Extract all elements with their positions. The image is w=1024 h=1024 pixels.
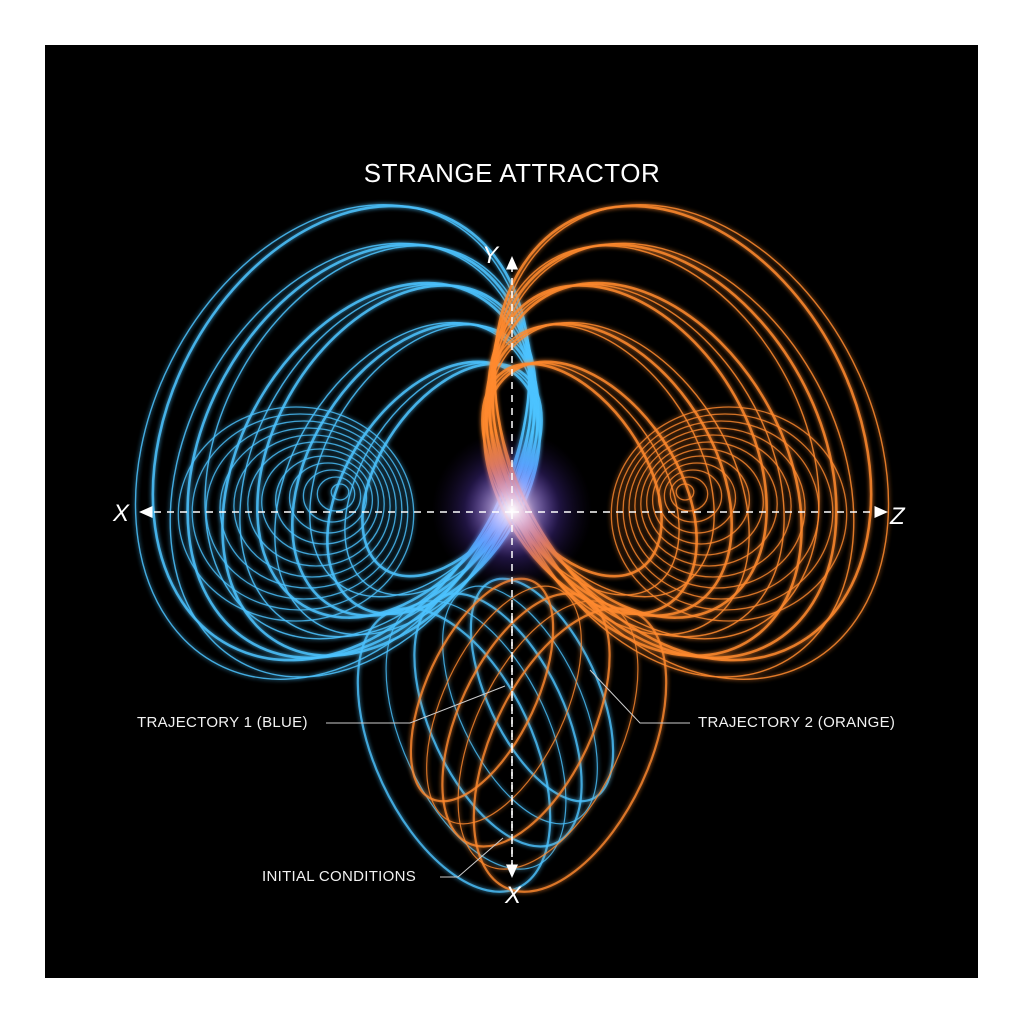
lower-lobe: [457, 600, 639, 870]
spiral-ring: [663, 469, 723, 523]
leader-trajectory-1: [326, 685, 506, 724]
spiral-ring: [646, 448, 764, 556]
spiral-ring: [205, 420, 403, 600]
spiral-ring: [274, 455, 374, 545]
spiral-ring: [233, 434, 391, 578]
spiral-ring: [651, 455, 751, 545]
spiral-ring: [669, 476, 709, 512]
spiral-ring: [640, 441, 778, 567]
trajectory-1-blue: [134, 204, 615, 893]
spiral-ring: [657, 462, 737, 534]
leader-trajectory-2: [589, 669, 690, 724]
spiral-ring: [288, 462, 368, 534]
spiral-ring: [302, 469, 362, 523]
lower-lobe: [413, 592, 583, 848]
z-axis-label: Z: [890, 503, 905, 530]
spiral-ring: [219, 427, 397, 589]
lower-lobe: [472, 607, 668, 893]
spiral-ring: [628, 427, 806, 589]
x-axis-left-label: X: [113, 500, 130, 527]
x-axis-bottom-label: X: [505, 882, 522, 909]
spiral-ring: [634, 434, 792, 578]
spiral-ring: [675, 483, 695, 501]
spiral-ring: [316, 476, 356, 512]
trajectory-2-label: TRAJECTORY 2 (ORANGE): [698, 714, 896, 731]
trajectory-2-orange: [409, 204, 890, 893]
spiral-ring: [622, 420, 820, 600]
page-title: STRANGE ATTRACTOR: [363, 158, 661, 188]
initial-conditions-label: INITIAL CONDITIONS: [262, 868, 417, 885]
lower-lobe: [356, 607, 552, 893]
leader-initial-conditions: [440, 837, 504, 878]
spiral-ring: [610, 406, 848, 622]
spiral-ring: [330, 483, 350, 501]
y-axis-label: Y: [482, 242, 499, 269]
trajectory-1-label: TRAJECTORY 1 (BLUE): [137, 714, 308, 731]
lower-lobe: [441, 592, 611, 848]
spiral-ring: [247, 441, 385, 567]
spiral-ring: [177, 406, 415, 622]
core-glow: [432, 430, 592, 590]
spiral-ring: [261, 448, 379, 556]
lower-lobe: [385, 600, 567, 870]
